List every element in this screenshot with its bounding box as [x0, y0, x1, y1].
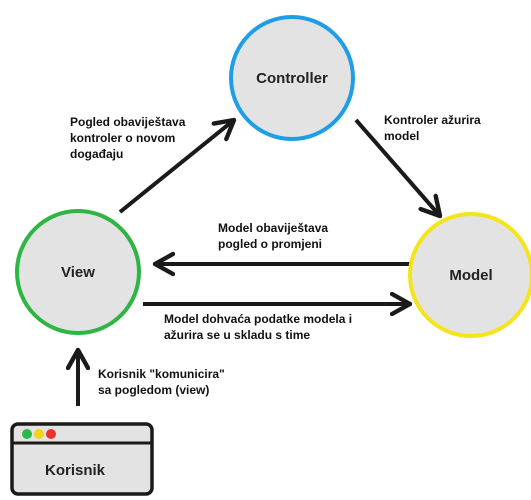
label-view-to-model-line: ažurira se u skladu s time — [164, 328, 310, 342]
model-label: Model — [449, 267, 492, 284]
controller-circle — [229, 15, 355, 141]
user-label: Korisnik — [45, 462, 106, 479]
user-node: Korisnik — [10, 422, 154, 496]
label-view-to-controller-line: kontroler o novom — [70, 131, 175, 145]
label-user-to-view: Korisnik "komunicira" sa pogledom (view) — [98, 367, 228, 397]
browser-window-icon — [10, 422, 154, 496]
label-model-to-view-line: pogled o promjeni — [218, 237, 322, 251]
label-controller-to-model-line: Kontroler ažurira — [384, 113, 481, 127]
label-view-to-model-line: Model dohvaća podatke modela i — [164, 312, 352, 326]
view-circle — [15, 209, 141, 335]
view-node: View — [15, 209, 141, 335]
label-controller-to-model: Kontroler ažurira model — [384, 113, 484, 143]
view-label: View — [61, 264, 95, 281]
window-dot-yellow — [34, 429, 44, 439]
label-view-to-controller: Pogled obaviještava kontroler o novom do… — [70, 115, 189, 161]
controller-label: Controller — [256, 70, 328, 87]
controller-node: Controller — [229, 15, 355, 141]
label-view-to-controller-line: događaju — [70, 147, 123, 161]
label-view-to-model: Model dohvaća podatke modela i ažurira s… — [164, 312, 355, 342]
model-node: Model — [408, 212, 531, 338]
window-dot-green — [22, 429, 32, 439]
label-user-to-view-line: sa pogledom (view) — [98, 383, 209, 397]
label-view-to-controller-line: Pogled obaviještava — [70, 115, 186, 129]
window-dot-red — [46, 429, 56, 439]
arrow-controller-to-model — [354, 118, 440, 216]
label-model-to-view-line: Model obaviještava — [218, 221, 328, 235]
arrow-view-to-controller — [118, 120, 234, 214]
model-circle — [408, 212, 531, 338]
label-user-to-view-line: Korisnik "komunicira" — [98, 367, 225, 381]
label-model-to-view: Model obaviještava pogled o promjeni — [218, 221, 331, 251]
label-controller-to-model-line: model — [384, 129, 419, 143]
